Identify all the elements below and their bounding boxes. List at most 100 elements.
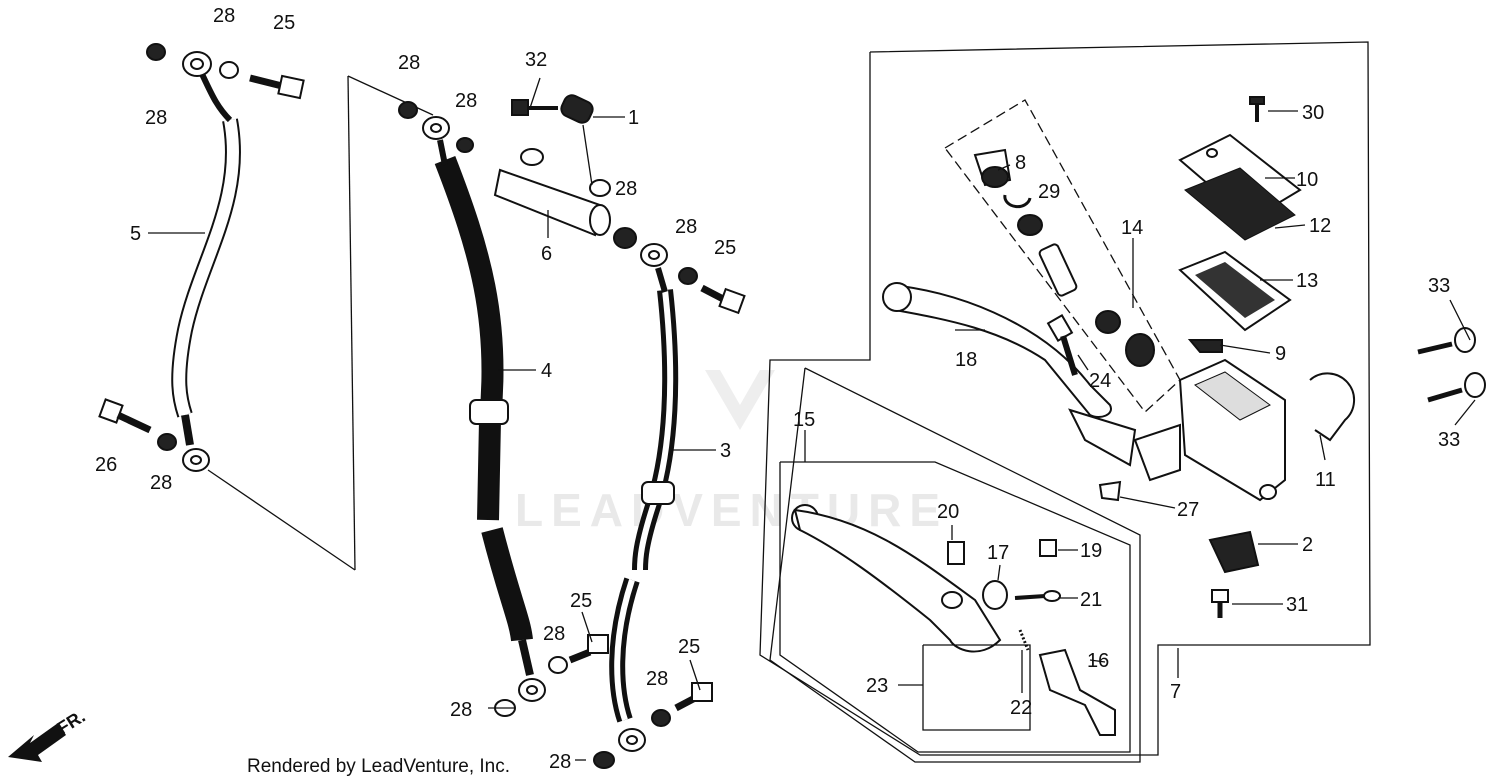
callout-32: 32 (525, 49, 547, 71)
callout-28-g: 28 (150, 472, 172, 494)
washer-icon (548, 656, 568, 674)
callout-10: 10 (1296, 169, 1318, 191)
washer-icon (678, 267, 698, 285)
callout-4: 4 (541, 360, 552, 382)
bushing-20 (947, 541, 965, 565)
screw-19 (1039, 539, 1057, 557)
circlip-29 (1003, 194, 1032, 209)
callout-28-b: 28 (145, 107, 167, 129)
callout-3: 3 (720, 440, 731, 462)
callout-15: 15 (793, 409, 815, 431)
callout-9: 9 (1275, 343, 1286, 365)
leader-line (347, 75, 434, 116)
banjo-bolt-icon (700, 284, 746, 315)
washer-icon (1017, 214, 1043, 236)
pivot-16 (1038, 648, 1116, 736)
master-cylinder-frame (759, 41, 1371, 756)
callout-28-h: 28 (543, 623, 565, 645)
banjo-bolt-icon (98, 398, 152, 434)
group-bracket-23 (922, 644, 1031, 731)
callout-25-b: 25 (714, 237, 736, 259)
screw-30 (1249, 96, 1265, 122)
brake-hose-3 (609, 243, 679, 752)
callout-25-d: 25 (678, 636, 700, 658)
piston-rod (1038, 243, 1155, 367)
callout-5: 5 (130, 223, 141, 245)
callout-14: 14 (1121, 217, 1143, 239)
switch-2 (1208, 530, 1260, 574)
screw-31 (1211, 589, 1229, 618)
washer-icon (398, 101, 418, 119)
credit-text: Rendered by LeadVenture, Inc. (247, 756, 510, 777)
callout-21: 21 (1080, 589, 1102, 611)
master-cylinder-body (1133, 358, 1286, 502)
washer-icon (593, 751, 615, 769)
diaphragm-13 (1178, 250, 1292, 332)
bolt-21 (1014, 590, 1061, 602)
bolt-33a (1417, 327, 1476, 355)
callout-28-f: 28 (675, 216, 697, 238)
callout-27: 27 (1177, 499, 1199, 521)
callout-26: 26 (95, 454, 117, 476)
plate-9 (1187, 339, 1223, 353)
reservoir-cap-10 (1178, 133, 1302, 241)
washer-icon (613, 227, 637, 249)
callout-28-e: 28 (615, 178, 637, 200)
bolt-33b (1427, 372, 1486, 403)
banjo-bolt-icon (674, 682, 713, 712)
callout-29: 29 (1038, 181, 1060, 203)
brake-hose-5 (171, 51, 241, 472)
callout-1: 1 (628, 107, 639, 129)
callout-8: 8 (1015, 152, 1026, 174)
banjo-bolt-icon (249, 74, 305, 100)
callout-25-a: 25 (273, 12, 295, 34)
boot-8 (973, 148, 1012, 188)
brake-hose-4 (422, 116, 546, 702)
brake-lever-18 (882, 282, 1137, 467)
callout-28-j: 28 (646, 668, 668, 690)
washer-icon (157, 433, 177, 451)
lever-frame-inner (779, 461, 1131, 753)
clamp-1 (560, 94, 594, 186)
callout-20: 20 (937, 501, 959, 523)
group-frame-line (347, 75, 356, 571)
joint-6 (493, 148, 611, 237)
banjo-bolt-icon (568, 634, 609, 664)
washer-icon (146, 43, 166, 61)
front-direction-arrow: FR. (8, 706, 89, 762)
callout-19: 19 (1080, 540, 1102, 562)
brake-lever-15 (791, 504, 1002, 653)
callout-25-c: 25 (570, 590, 592, 612)
pivot-bolt-24 (1046, 313, 1078, 376)
leader-lines (148, 77, 1476, 761)
washer-icon (456, 137, 474, 153)
callout-30: 30 (1302, 102, 1324, 124)
callout-18: 18 (955, 349, 977, 371)
washer-icon (219, 61, 239, 79)
callout-12: 12 (1309, 215, 1331, 237)
bolt-32 (511, 99, 558, 116)
callout-17: 17 (987, 542, 1009, 564)
callout-28-i: 28 (450, 699, 472, 721)
boot-27 (1098, 480, 1122, 502)
callout-28-d: 28 (455, 90, 477, 112)
callout-31: 31 (1286, 594, 1308, 616)
callout-22: 22 (1010, 697, 1032, 719)
callout-13: 13 (1296, 270, 1318, 292)
callout-28-c: 28 (398, 52, 420, 74)
holder-11 (1309, 372, 1356, 442)
callout-28-a: 28 (213, 5, 235, 27)
callout-11: 11 (1315, 469, 1336, 491)
callout-7: 7 (1170, 681, 1181, 703)
group-frame-line (207, 469, 356, 571)
spring-22 (1018, 629, 1030, 651)
callout-23: 23 (866, 675, 888, 697)
watermark-text: LEADVENTURE (515, 484, 948, 536)
lever-frame-outer (769, 367, 1141, 763)
callout-16: 16 (1087, 650, 1109, 672)
callout-28-k: 28 (549, 751, 571, 773)
callout-33-a: 33 (1428, 275, 1450, 297)
watermark-logo (705, 370, 775, 430)
